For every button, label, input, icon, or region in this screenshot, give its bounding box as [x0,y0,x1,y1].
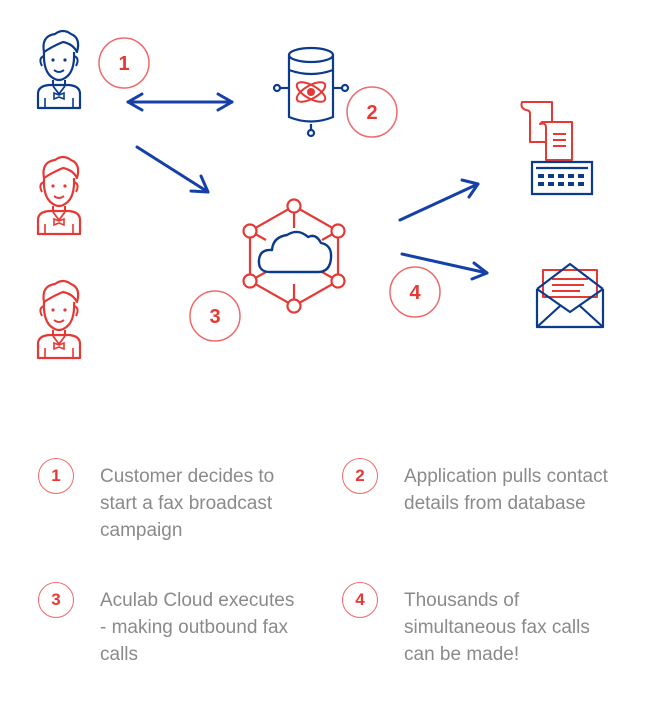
database-icon [272,46,350,138]
double-arrow-icon [126,92,234,112]
step-number: 4 [342,582,378,618]
step-badge-2: 2 [346,86,398,138]
step-1: 1 Customer decides to start a fax broadc… [38,458,305,544]
step-number: 3 [38,582,74,618]
badge-number: 1 [118,53,129,75]
step-description: Aculab Cloud executes - making outbound … [100,590,295,665]
step-number: 2 [342,458,378,494]
arrow-icon [398,178,480,222]
arrow-icon [135,145,210,194]
atom-icon [295,81,327,103]
step-badge-3: 3 [189,290,241,342]
step-description: Thousands of simultaneous fax calls can … [404,590,590,665]
email-envelope-icon [535,262,605,329]
step-number: 1 [38,458,74,494]
fax-broadcast-diagram: 1 2 [36,29,605,360]
step-4: 4 Thousands of simultaneous fax calls ca… [342,582,609,668]
badge-number: 2 [366,102,377,124]
step-3: 3 Aculab Cloud executes - making outboun… [38,582,305,668]
customer-icon [36,279,82,360]
badge-number: 4 [409,282,421,304]
cloud-icon [257,230,333,274]
step-description: Application pulls contact details from d… [404,466,608,514]
badge-number: 3 [209,306,220,328]
step-badge-1: 1 [98,37,150,89]
step-description: Customer decides to start a fax broadcas… [100,466,275,541]
step-badge-4: 4 [389,266,441,318]
cloud-network-icon [242,198,346,314]
fax-machine-icon [520,101,594,196]
customer-icon [36,155,82,236]
customer-icon [36,29,82,110]
arrow-icon [400,252,489,281]
step-2: 2 Application pulls contact details from… [342,458,609,517]
steps-legend: 1 Customer decides to start a fax broadc… [0,440,652,700]
